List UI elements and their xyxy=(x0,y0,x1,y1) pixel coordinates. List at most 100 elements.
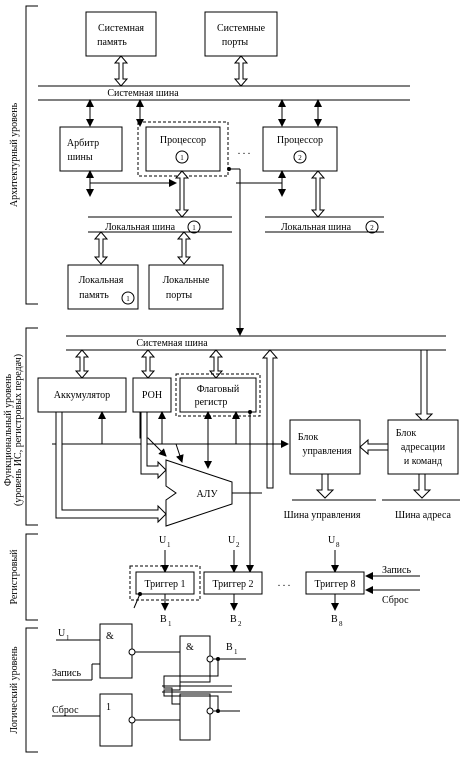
svg-text:&: & xyxy=(106,631,114,642)
svg-text:8: 8 xyxy=(336,541,340,549)
hollow-double-arrow xyxy=(233,55,249,87)
svg-text:1: 1 xyxy=(168,620,172,628)
svg-text:1: 1 xyxy=(192,224,196,232)
svg-text:2: 2 xyxy=(238,620,242,628)
ron-box: РОН xyxy=(132,377,172,413)
hollow-double-arrow xyxy=(113,55,129,87)
svg-text:РОН: РОН xyxy=(142,390,162,401)
local-bus-1: Локальная шина 1 xyxy=(88,216,232,234)
flags-register-box: Флаговый регистр xyxy=(175,373,261,417)
svg-text:Процессор: Процессор xyxy=(277,135,323,146)
local-ports-box: Локальные порты xyxy=(148,264,224,310)
svg-text:2: 2 xyxy=(236,541,240,549)
svg-text:Системная шина: Системная шина xyxy=(136,338,208,349)
hollow-down-arrow xyxy=(412,473,432,499)
hollow-down-arrow xyxy=(315,473,335,499)
u2-label: U 2 xyxy=(228,535,240,549)
svg-text:Триггер 8: Триггер 8 xyxy=(314,579,355,590)
b1-label: B 1 xyxy=(160,614,172,628)
svg-text:Локальная: Локальная xyxy=(79,275,124,286)
u1-label: U 1 xyxy=(159,535,171,549)
svg-text:Системные: Системные xyxy=(217,23,266,34)
svg-text:Процессор: Процессор xyxy=(160,135,206,146)
svg-text:1: 1 xyxy=(167,541,171,549)
svg-text:U: U xyxy=(58,628,66,639)
svg-text:2: 2 xyxy=(298,154,302,162)
svg-text:Блок: Блок xyxy=(298,432,319,443)
svg-text:U: U xyxy=(228,535,236,546)
svg-text:Блок: Блок xyxy=(396,428,417,439)
svg-text:регистр: регистр xyxy=(195,397,228,408)
cpu1-box: Процессор 1 xyxy=(137,121,229,177)
svg-text:2: 2 xyxy=(370,224,374,232)
svg-text:1: 1 xyxy=(234,648,238,656)
level-label-register: Регистровый xyxy=(9,549,20,605)
trigger2-box: Триггер 2 xyxy=(203,571,263,595)
svg-text:Локальная шина: Локальная шина xyxy=(105,222,176,233)
and-gate-3 xyxy=(179,693,214,741)
svg-text:B: B xyxy=(160,614,167,625)
svg-text:порты: порты xyxy=(166,290,193,301)
hollow-right-arrow xyxy=(55,411,167,524)
trigger-dots: . . . xyxy=(278,578,291,589)
local-bus-2: Локальная шина 2 xyxy=(265,216,384,234)
alu-shape: АЛУ xyxy=(165,459,233,527)
svg-text:порты: порты xyxy=(222,37,249,48)
svg-text:шины: шины xyxy=(67,152,92,163)
level-label-functional-1: Функциональный уровень xyxy=(3,373,14,486)
b2-label: B 2 xyxy=(230,614,242,628)
level-label-functional-2: (уровень ИС, регистровых передач) xyxy=(13,354,24,506)
hollow-double-arrow xyxy=(176,231,192,265)
write-label: Запись xyxy=(382,565,411,576)
hollow-double-arrow xyxy=(74,349,90,379)
svg-text:адресации: адресации xyxy=(401,442,446,453)
svg-text:управления: управления xyxy=(302,446,352,457)
svg-text:и команд: и команд xyxy=(404,456,442,467)
u8-label: U 8 xyxy=(328,535,340,549)
hollow-double-arrow xyxy=(93,231,109,265)
svg-text:1: 1 xyxy=(106,702,111,713)
svg-text:Системная: Системная xyxy=(98,23,144,34)
svg-text:&: & xyxy=(186,642,194,653)
logic-write-label: Запись xyxy=(52,668,81,679)
trigger1-box: Триггер 1 xyxy=(129,565,201,601)
trigger8-box: Триггер 8 xyxy=(305,571,365,595)
logic-reset-label: Сброс xyxy=(52,705,79,716)
svg-text:Локальные: Локальные xyxy=(163,275,210,286)
hollow-right-arrow xyxy=(140,411,167,480)
svg-text:АЛУ: АЛУ xyxy=(196,489,218,500)
svg-text:1: 1 xyxy=(126,295,130,303)
b8-label: B 8 xyxy=(331,614,343,628)
svg-text:B: B xyxy=(226,642,233,653)
hollow-left-arrow xyxy=(359,438,389,456)
local-memory-box: Локальная память 1 xyxy=(67,264,139,310)
svg-text:B: B xyxy=(230,614,237,625)
svg-text:Аккумулятор: Аккумулятор xyxy=(54,390,110,401)
address-bus-label: Шина адреса xyxy=(395,510,452,521)
svg-text:Локальная шина: Локальная шина xyxy=(281,222,352,233)
svg-text:Флаговый: Флаговый xyxy=(197,384,240,395)
cpu2-box: Процессор 2 xyxy=(262,126,338,172)
svg-text:U: U xyxy=(328,535,336,546)
svg-text:U: U xyxy=(159,535,167,546)
sys-memory-box: Системная память xyxy=(85,11,157,57)
hollow-up-arrow xyxy=(261,349,279,489)
control-block: Блок управления xyxy=(289,419,361,475)
cpu-dots: . . . xyxy=(238,146,251,157)
hollow-double-arrow xyxy=(174,170,190,218)
svg-text:Арбитр: Арбитр xyxy=(67,138,99,149)
address-block: Блок адресации и команд xyxy=(387,419,459,475)
svg-text:память: память xyxy=(97,37,127,48)
svg-text:Триггер 1: Триггер 1 xyxy=(144,579,185,590)
reset-label: Сброс xyxy=(382,595,409,606)
svg-text:Триггер 2: Триггер 2 xyxy=(212,579,253,590)
logic-u1-label: U 1 xyxy=(58,628,70,642)
level-label-architectural: Архитектурный уровень xyxy=(9,102,20,207)
hollow-down-arrow xyxy=(414,349,434,423)
svg-text:Системная шина: Системная шина xyxy=(107,88,179,99)
arbiter-box: Арбитр шины xyxy=(59,126,123,172)
control-bus-label: Шина управления xyxy=(284,510,361,521)
svg-text:1: 1 xyxy=(180,154,184,162)
sys-ports-box: Системные порты xyxy=(204,11,278,57)
